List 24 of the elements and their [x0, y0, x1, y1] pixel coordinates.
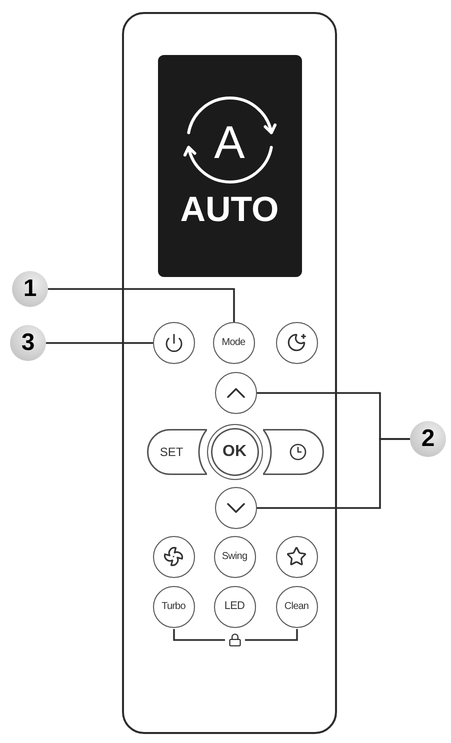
- down-button: [214, 486, 256, 528]
- swing-button: Swing: [214, 536, 256, 578]
- callout-number: 1: [12, 271, 48, 307]
- set-button: SET: [146, 428, 206, 474]
- leader-line: [257, 438, 410, 509]
- turbo-button: Turbo: [152, 586, 194, 628]
- leader-line: [48, 288, 235, 322]
- sleep-button: [276, 322, 318, 364]
- ok-button: OK: [206, 424, 262, 480]
- up-button: [214, 372, 256, 414]
- led-button: LED: [214, 586, 256, 628]
- leader-line: [46, 342, 153, 344]
- remote-control-body: [122, 12, 337, 734]
- fan-button: [152, 536, 194, 578]
- lcd-display: [158, 54, 302, 276]
- display-mode-text: AUTO: [180, 192, 279, 226]
- callout-number: 3: [10, 325, 46, 361]
- star-button: [276, 536, 318, 578]
- callout-number: 2: [410, 421, 446, 457]
- timer-button: [262, 428, 324, 474]
- clean-button: Clean: [276, 586, 318, 628]
- power-button: [152, 322, 194, 364]
- icon-letter: A: [214, 118, 245, 164]
- mode-button: Mode: [212, 322, 254, 364]
